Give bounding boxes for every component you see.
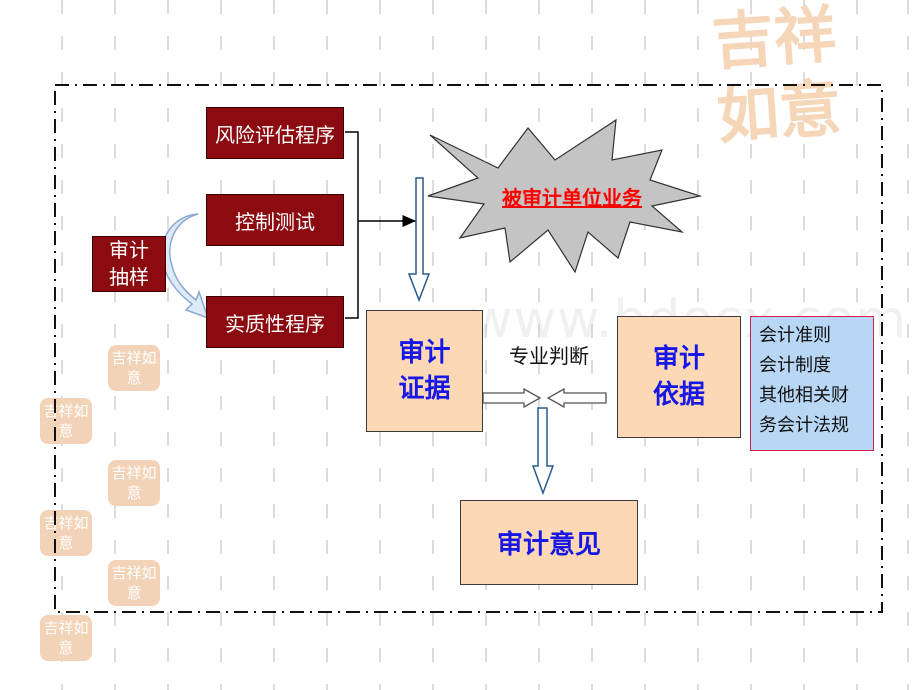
small-seal-5: 吉祥如意 <box>108 560 160 606</box>
evidence-down-arrow <box>407 177 431 303</box>
procedure-bracket <box>345 131 359 319</box>
opinion-label: 审计意见 <box>496 530 601 560</box>
sampling-line1: 审计 <box>109 238 149 262</box>
sampling-line2: 抽样 <box>109 265 149 289</box>
opinion-down-arrow <box>531 407 555 496</box>
procedure-substantive-label: 实质性程序 <box>225 311 325 336</box>
small-seal-3: 吉祥如意 <box>108 460 160 506</box>
procedure-control-test-label: 控制测试 <box>235 209 315 234</box>
procedure-risk-assessment: 风险评估程序 <box>206 107 344 159</box>
accounting-standards-box: 会计准则 会计制度 其他相关财 务会计法规 <box>750 316 874 451</box>
audit-evidence-box: 审计 证据 <box>366 310 483 432</box>
evidence-line2: 证据 <box>398 374 451 404</box>
basis-left-arrow <box>546 387 607 409</box>
small-seal-1: 吉祥如意 <box>108 345 160 391</box>
professional-judgment-label: 专业判断 <box>509 344 589 368</box>
procedure-substantive: 实质性程序 <box>206 296 344 348</box>
evidence-line1: 审计 <box>398 338 451 368</box>
business-star <box>427 118 703 274</box>
procedure-control-test: 控制测试 <box>206 194 344 246</box>
audit-basis-box: 审计 依据 <box>617 316 741 438</box>
standard-item-2: 会计制度 <box>759 355 831 376</box>
audit-opinion-box: 审计意见 <box>460 500 638 585</box>
standard-item-3: 其他相关财 <box>759 385 849 406</box>
standard-item-1: 会计准则 <box>759 325 831 346</box>
dashdot-frame <box>54 84 883 613</box>
audit-sampling-box: 审计 抽样 <box>92 236 166 292</box>
basis-line1: 审计 <box>652 344 705 374</box>
small-seal-2: 吉祥如意 <box>40 398 92 444</box>
basis-line2: 依据 <box>652 380 705 410</box>
sampling-curve-arrow <box>161 213 210 320</box>
standard-item-4: 务会计法规 <box>759 415 849 436</box>
procedure-risk-assessment-label: 风险评估程序 <box>215 122 335 147</box>
business-label: 被审计单位业务 <box>502 186 642 210</box>
evidence-right-arrow <box>482 387 542 409</box>
small-seal-4: 吉祥如意 <box>40 510 92 556</box>
small-seal-6: 吉祥如意 <box>40 615 92 661</box>
